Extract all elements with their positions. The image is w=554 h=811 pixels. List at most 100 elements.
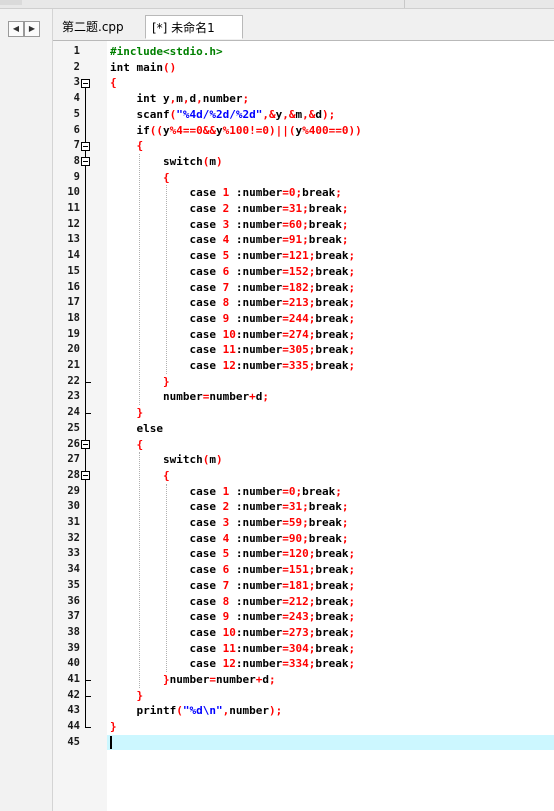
- text-caret: [110, 736, 112, 750]
- code-text: int y,m,d,number;: [110, 92, 250, 106]
- indent-guide: [165, 185, 167, 374]
- code-line[interactable]: 39 case 11:number=304;break;: [53, 641, 554, 657]
- code-line[interactable]: 36 case 8 :number=212;break;: [53, 594, 554, 610]
- code-text: }: [110, 720, 117, 734]
- editor-tab-bar: 第二题.cpp [*] 未命名1: [53, 9, 554, 41]
- line-number: 36: [67, 594, 80, 607]
- code-line[interactable]: 1#include<stdio.h>: [53, 44, 554, 60]
- tab-file-2[interactable]: [*] 未命名1: [145, 15, 243, 39]
- code-text: else: [110, 421, 163, 435]
- code-text: case 11:number=305;break;: [110, 343, 356, 357]
- tab-label: 第二题.cpp: [62, 20, 124, 34]
- line-number: 18: [67, 311, 80, 324]
- code-line[interactable]: 3{: [53, 75, 554, 91]
- code-line[interactable]: 21 case 12:number=335;break;: [53, 358, 554, 374]
- code-line[interactable]: 10 case 1 :number=0;break;: [53, 185, 554, 201]
- code-text: {: [110, 170, 170, 184]
- line-number: 30: [67, 500, 80, 513]
- code-line[interactable]: 28 {: [53, 468, 554, 484]
- line-number: 23: [67, 390, 80, 403]
- code-line[interactable]: 22 }: [53, 374, 554, 390]
- code-line[interactable]: 35 case 7 :number=181;break;: [53, 578, 554, 594]
- code-text: printf("%d\n",number);: [110, 704, 283, 718]
- code-line[interactable]: 30 case 2 :number=31;break;: [53, 499, 554, 515]
- code-text: switch(m): [110, 453, 223, 467]
- line-number: 8: [73, 154, 80, 167]
- code-line[interactable]: 8 switch(m): [53, 154, 554, 170]
- code-text: int main(): [110, 60, 177, 74]
- code-line[interactable]: 4 int y,m,d,number;: [53, 91, 554, 107]
- line-number-gutter: [53, 41, 107, 811]
- code-line[interactable]: 17 case 8 :number=213;break;: [53, 295, 554, 311]
- code-line[interactable]: 31 case 3 :number=59;break;: [53, 515, 554, 531]
- code-line[interactable]: 5 scanf("%4d/%2d/%2d",&y,&m,&d);: [53, 107, 554, 123]
- code-text: case 8 :number=212;break;: [110, 594, 356, 608]
- code-line[interactable]: 27 switch(m): [53, 452, 554, 468]
- code-text: case 12:number=334;break;: [110, 657, 356, 671]
- triangle-right-icon: ▶: [28, 24, 36, 33]
- code-line[interactable]: 43 printf("%d\n",number);: [53, 703, 554, 719]
- line-number: 38: [67, 625, 80, 638]
- code-line[interactable]: 42 }: [53, 688, 554, 704]
- scroll-left-button[interactable]: ◀: [8, 21, 24, 37]
- scroll-right-button[interactable]: ▶: [24, 21, 40, 37]
- line-number: 35: [67, 578, 80, 591]
- line-number: 3: [73, 76, 80, 89]
- fold-toggle-icon[interactable]: [81, 157, 90, 167]
- line-number: 24: [67, 406, 80, 419]
- code-line[interactable]: 15 case 6 :number=152;break;: [53, 264, 554, 280]
- code-text: case 3 :number=60;break;: [110, 217, 349, 231]
- code-line[interactable]: 44}: [53, 719, 554, 735]
- line-number: 25: [67, 421, 80, 434]
- code-line[interactable]: 45: [53, 735, 554, 751]
- code-line[interactable]: 40 case 12:number=334;break;: [53, 656, 554, 672]
- code-text: case 10:number=273;break;: [110, 625, 356, 639]
- code-line[interactable]: 7 {: [53, 138, 554, 154]
- line-number: 42: [67, 688, 80, 701]
- fold-toggle-icon[interactable]: [81, 471, 90, 481]
- tab-file-1[interactable]: 第二题.cpp: [58, 15, 128, 39]
- code-line[interactable]: 25 else: [53, 421, 554, 437]
- fold-toggle-icon[interactable]: [81, 439, 90, 449]
- line-number: 29: [67, 484, 80, 497]
- line-number: 43: [67, 704, 80, 717]
- line-number: 6: [73, 123, 80, 136]
- code-line[interactable]: 37 case 9 :number=243;break;: [53, 609, 554, 625]
- code-line[interactable]: 19 case 10:number=274;break;: [53, 327, 554, 343]
- fold-toggle-icon[interactable]: [81, 78, 90, 88]
- code-line[interactable]: 26 {: [53, 437, 554, 453]
- code-line[interactable]: 29 case 1 :number=0;break;: [53, 484, 554, 500]
- code-text-area[interactable]: [107, 41, 554, 811]
- code-line[interactable]: 24 }: [53, 405, 554, 421]
- code-line[interactable]: 32 case 4 :number=90;break;: [53, 531, 554, 547]
- code-line[interactable]: 20 case 11:number=305;break;: [53, 342, 554, 358]
- top-strip-fragment: [0, 0, 22, 5]
- code-line[interactable]: 13 case 4 :number=91;break;: [53, 232, 554, 248]
- line-number: 9: [73, 170, 80, 183]
- code-line[interactable]: 16 case 7 :number=182;break;: [53, 280, 554, 296]
- code-line[interactable]: 6 if((y%4==0&&y%100!=0)||(y%400==0)): [53, 123, 554, 139]
- code-line[interactable]: 18 case 9 :number=244;break;: [53, 311, 554, 327]
- code-text: #include<stdio.h>: [110, 45, 223, 58]
- line-number: 22: [67, 374, 80, 387]
- code-line[interactable]: 38 case 10:number=273;break;: [53, 625, 554, 641]
- code-line[interactable]: 23 number=number+d;: [53, 389, 554, 405]
- line-number: 15: [67, 264, 80, 277]
- code-text: {: [110, 139, 144, 153]
- code-line[interactable]: 11 case 2 :number=31;break;: [53, 201, 554, 217]
- code-line[interactable]: 33 case 5 :number=120;break;: [53, 546, 554, 562]
- code-line[interactable]: 41 }number=number+d;: [53, 672, 554, 688]
- line-number: 27: [67, 453, 80, 466]
- line-number: 33: [67, 547, 80, 560]
- code-line[interactable]: 12 case 3 :number=60;break;: [53, 217, 554, 233]
- fold-toggle-icon[interactable]: [81, 141, 90, 151]
- code-text: case 9 :number=243;break;: [110, 610, 356, 624]
- code-text: }number=number+d;: [110, 673, 276, 686]
- code-line[interactable]: 34 case 6 :number=151;break;: [53, 562, 554, 578]
- code-text: case 4 :number=91;break;: [110, 233, 349, 247]
- code-line[interactable]: 9 {: [53, 170, 554, 186]
- code-line[interactable]: 14 case 5 :number=121;break;: [53, 248, 554, 264]
- current-line-highlight: [107, 734, 554, 751]
